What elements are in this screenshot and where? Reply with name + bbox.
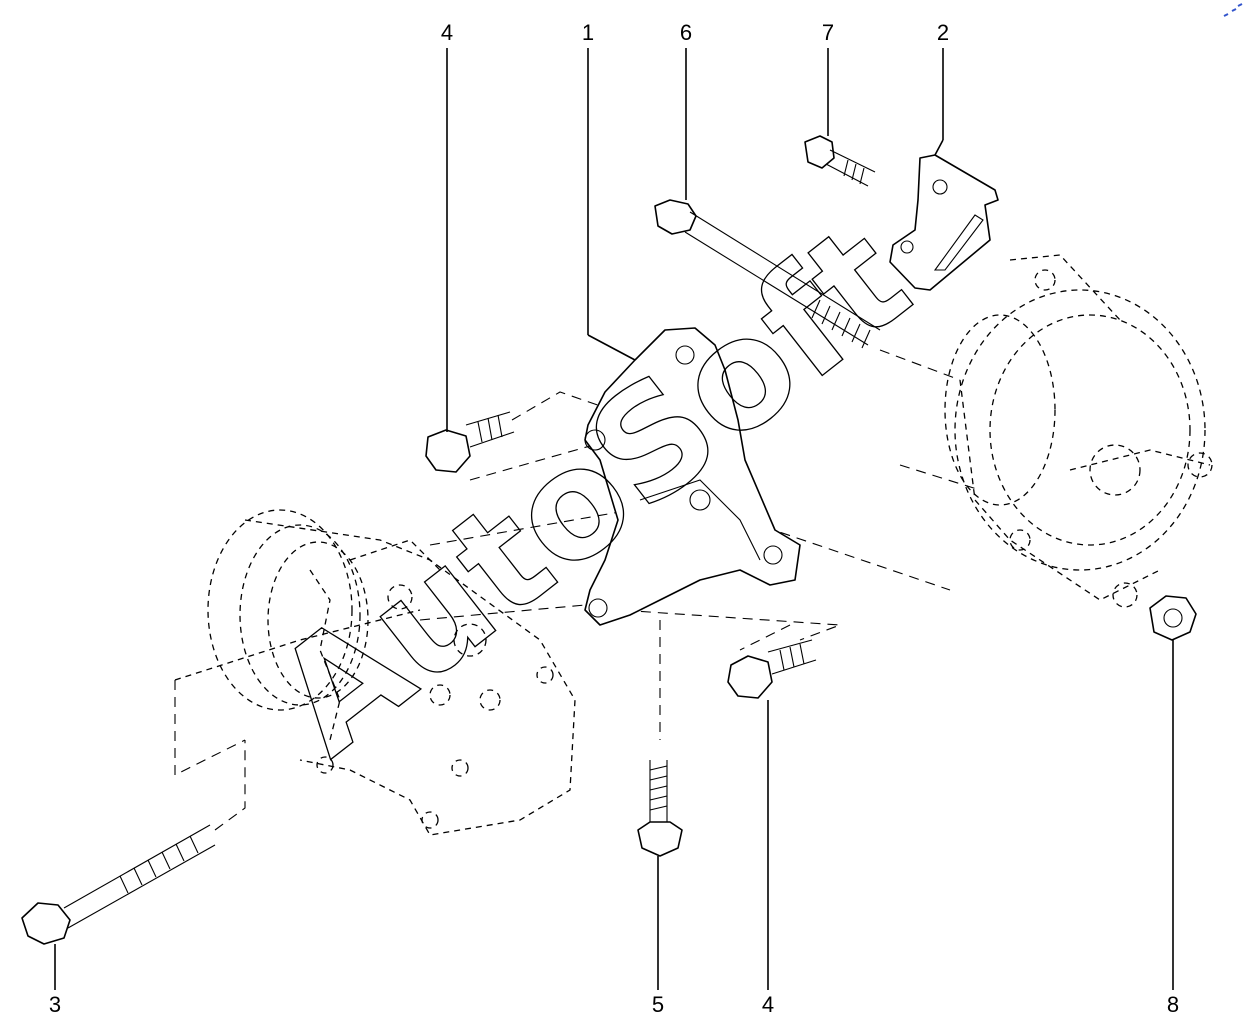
leader-lines xyxy=(54,48,1174,990)
alternator-bracket-part-2 xyxy=(889,154,999,291)
bolt-part-7 xyxy=(804,135,876,187)
callout-6: 6 xyxy=(680,20,692,45)
callout-8: 8 xyxy=(1167,992,1179,1017)
watermark-text: AutoSoft xyxy=(245,192,940,788)
nut-part-8 xyxy=(1149,595,1197,641)
bolt-part-4-upper xyxy=(425,411,515,473)
compressor-ghost xyxy=(174,509,576,836)
alternator-ghost xyxy=(944,254,1213,608)
bolt-part-4-lower xyxy=(727,639,817,699)
long-bolt-part-6 xyxy=(654,199,881,349)
callout-3: 3 xyxy=(49,992,61,1017)
callout-labels: 1 2 3 4 4 5 6 7 8 xyxy=(49,20,1179,1017)
corner-mark-icon xyxy=(1223,3,1243,17)
long-bolt-part-3 xyxy=(21,824,216,945)
callout-4-upper: 4 xyxy=(441,20,453,45)
bolt-6-thread xyxy=(811,299,871,349)
callout-1: 1 xyxy=(582,20,594,45)
mounting-bracket-part-1 xyxy=(584,327,801,626)
callout-2: 2 xyxy=(937,20,949,45)
callout-7: 7 xyxy=(822,20,834,45)
callout-5: 5 xyxy=(652,992,664,1017)
bolt-part-5 xyxy=(637,760,683,857)
callout-4-lower: 4 xyxy=(762,992,774,1017)
